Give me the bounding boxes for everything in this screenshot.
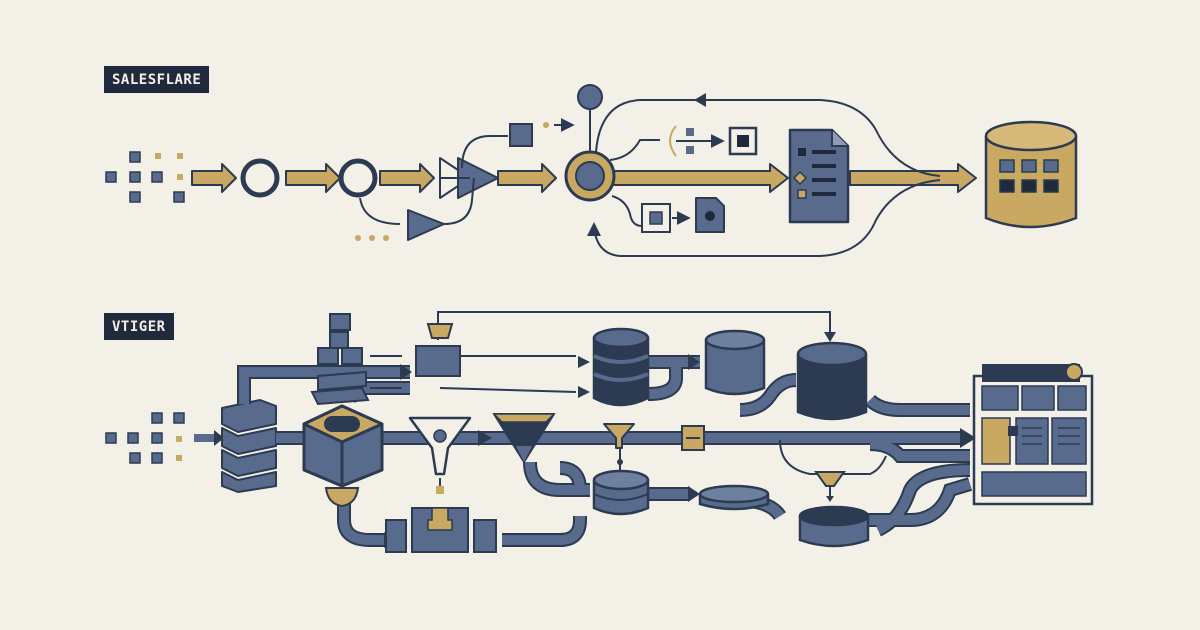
top-pin-node [577,84,603,110]
ring-node-2 [338,158,378,198]
lower-database [592,469,650,516]
cup-icon [426,323,454,339]
main-gold-arrows [191,163,977,193]
slate-cylinder [704,329,766,396]
white-funnel [408,416,472,494]
vtiger-input-squares [105,412,185,464]
plates [310,370,370,406]
router-box [415,345,461,377]
lower-gold-dots [355,235,389,241]
feedback-loop-top [595,99,941,177]
vtiger-flow [105,311,1094,553]
input-data-squares [105,151,185,203]
lower-branch-line [359,197,401,225]
salesflare-label: SALESFLARE [104,66,210,93]
upper-small-box [509,123,533,147]
flat-disk [698,484,770,511]
processing-cube [302,404,384,508]
gold-funnel [603,423,635,449]
salesflare-flow [105,84,1078,257]
navy-cylinder [796,341,868,421]
document-icon [788,128,850,224]
lower-cylinder [798,505,870,548]
ring-node-1 [240,158,280,198]
feedback-loop-bottom [593,179,941,257]
building-blocks [317,313,363,365]
server-stack [221,399,277,493]
vtiger-label: VTIGER [104,313,174,340]
dark-funnel [492,413,556,463]
dashboard-panel [972,363,1094,506]
merge-funnel [814,471,846,487]
upper-branch-line [461,135,508,169]
input-gold-dots [155,153,183,180]
stacked-database [592,327,650,407]
salesflare-database [984,120,1078,229]
